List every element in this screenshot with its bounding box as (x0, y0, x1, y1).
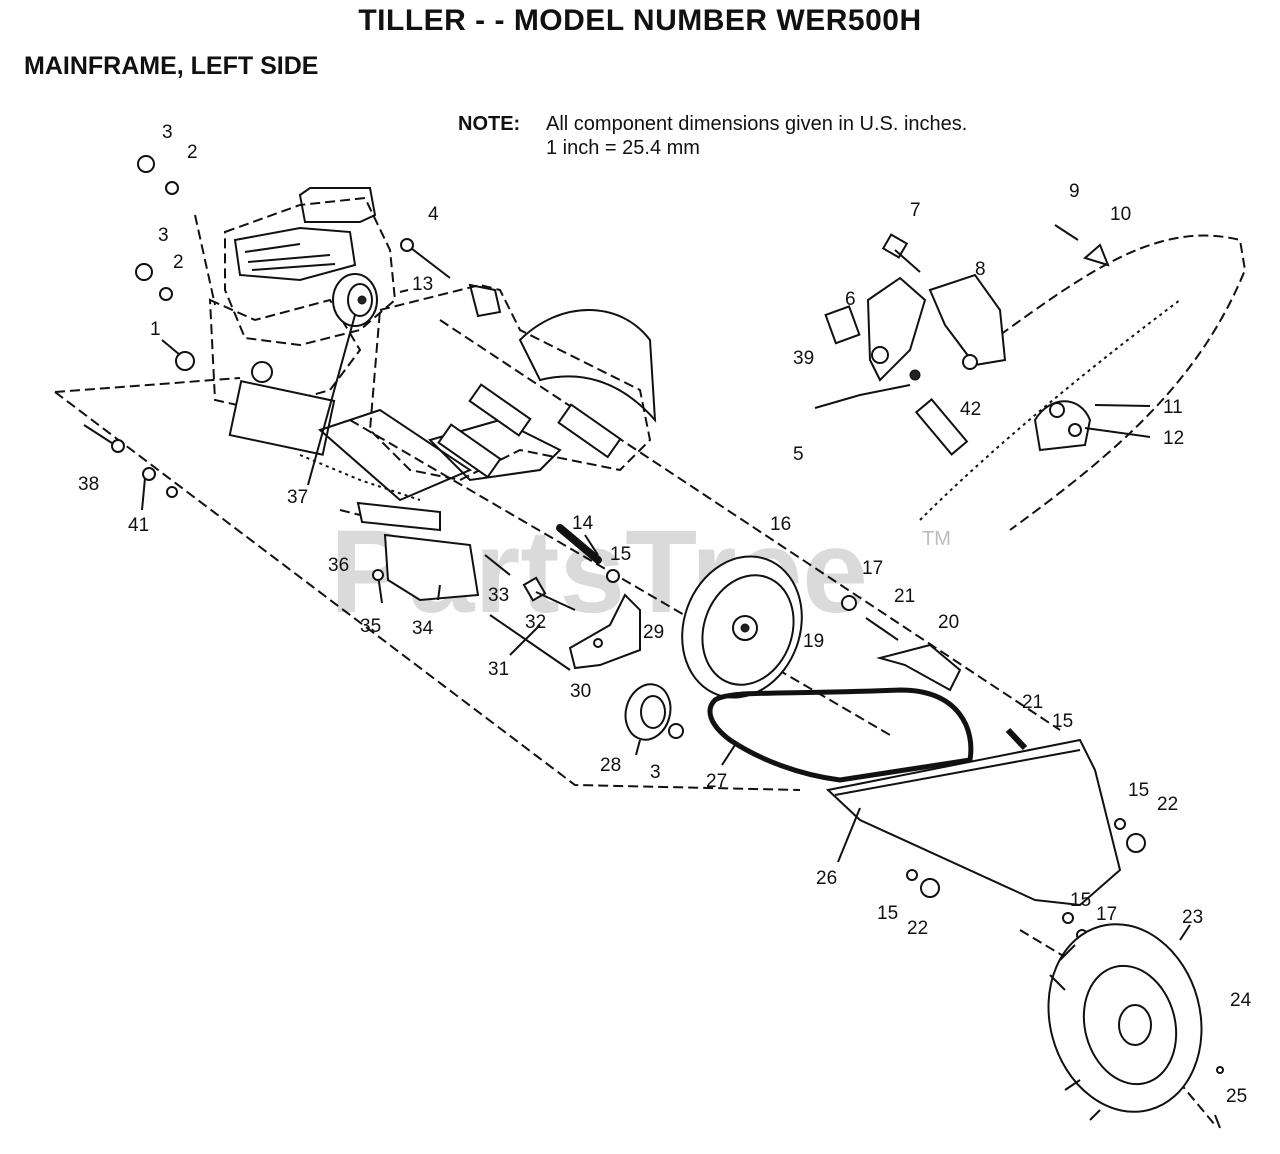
callout-23: 23 (1182, 907, 1203, 928)
callout-21: 21 (894, 586, 915, 607)
mounting-bracket (339, 501, 480, 602)
callout-27: 27 (706, 771, 727, 792)
callout-9: 9 (1069, 181, 1080, 202)
callout-3: 3 (162, 122, 173, 143)
callout-31: 31 (488, 659, 509, 680)
callout-11: 11 (1163, 397, 1183, 418)
callout-15: 15 (1070, 890, 1091, 911)
callout-2: 2 (187, 142, 198, 163)
assembly-axis-line (439, 319, 1061, 731)
callout-32: 32 (525, 612, 546, 633)
callout-19: 19 (803, 631, 824, 652)
callout-7: 7 (910, 200, 921, 221)
callout-34: 34 (412, 618, 434, 639)
belt-guide (876, 643, 962, 692)
tine-shield (814, 233, 1247, 531)
callout-4: 4 (428, 204, 439, 225)
drive-pulley (681, 555, 803, 699)
callout-20: 20 (938, 612, 959, 633)
diagram-title: TILLER - - MODEL NUMBER WER500H (358, 4, 922, 37)
callout-17: 17 (1096, 904, 1117, 925)
diagram-subtitle: MAINFRAME, LEFT SIDE (24, 52, 319, 80)
callout-13: 13 (412, 274, 433, 295)
callouts: 3 2 3 2 1 4 13 37 38 41 36 35 34 33 32 3… (78, 122, 1252, 1107)
callout-15: 15 (877, 903, 898, 924)
assembly-axis-line (54, 391, 801, 791)
idler-arm (568, 593, 641, 670)
nuts-and-washers (111, 155, 1224, 1074)
assembly-axis-line (54, 377, 241, 393)
callout-8: 8 (975, 259, 986, 280)
callout-12: 12 (1163, 428, 1184, 449)
callout-26: 26 (816, 868, 837, 889)
callout-10: 10 (1110, 204, 1131, 225)
callout-33: 33 (488, 585, 509, 606)
callout-6: 6 (845, 289, 856, 310)
note-line-2: 1 inch = 25.4 mm (546, 137, 700, 159)
callout-16: 16 (770, 514, 791, 535)
callout-22: 22 (907, 918, 928, 939)
callout-15: 15 (1052, 711, 1073, 732)
callout-25: 25 (1226, 1086, 1247, 1107)
note-label: NOTE: (458, 113, 521, 135)
callout-37: 37 (287, 487, 308, 508)
belt-cover (825, 738, 1122, 907)
callout-17: 17 (862, 558, 883, 579)
callout-2: 2 (173, 252, 184, 273)
callout-1: 1 (150, 319, 161, 340)
callout-14: 14 (572, 513, 594, 534)
bolts (83, 224, 1221, 1129)
callout-39: 39 (793, 348, 814, 369)
callout-28: 28 (600, 755, 621, 776)
callout-3: 3 (158, 225, 169, 246)
callout-29: 29 (643, 622, 664, 643)
callout-41: 41 (128, 515, 149, 536)
assembly-axis-line (194, 214, 216, 306)
callout-24: 24 (1230, 990, 1252, 1011)
idler-pulley (624, 683, 672, 741)
callout-5: 5 (793, 444, 804, 465)
callout-38: 38 (78, 474, 99, 495)
wheel (1047, 923, 1203, 1121)
note-line-1: All component dimensions given in U.S. i… (546, 113, 968, 135)
callout-3: 3 (650, 762, 661, 783)
watermark-trademark: TM (922, 528, 951, 550)
callout-36: 36 (328, 555, 349, 576)
callout-30: 30 (570, 681, 591, 702)
callout-15: 15 (1128, 780, 1149, 801)
dimension-note: NOTE: All component dimensions given in U… (458, 112, 967, 160)
leader-lines (141, 289, 1191, 941)
callout-21: 21 (1022, 692, 1043, 713)
callout-15: 15 (610, 544, 631, 565)
callout-35: 35 (360, 616, 381, 637)
callout-42: 42 (960, 399, 981, 420)
mainframe (299, 283, 657, 502)
callout-22: 22 (1157, 794, 1178, 815)
drive-belt (707, 687, 974, 783)
engine-pulley (332, 273, 378, 327)
